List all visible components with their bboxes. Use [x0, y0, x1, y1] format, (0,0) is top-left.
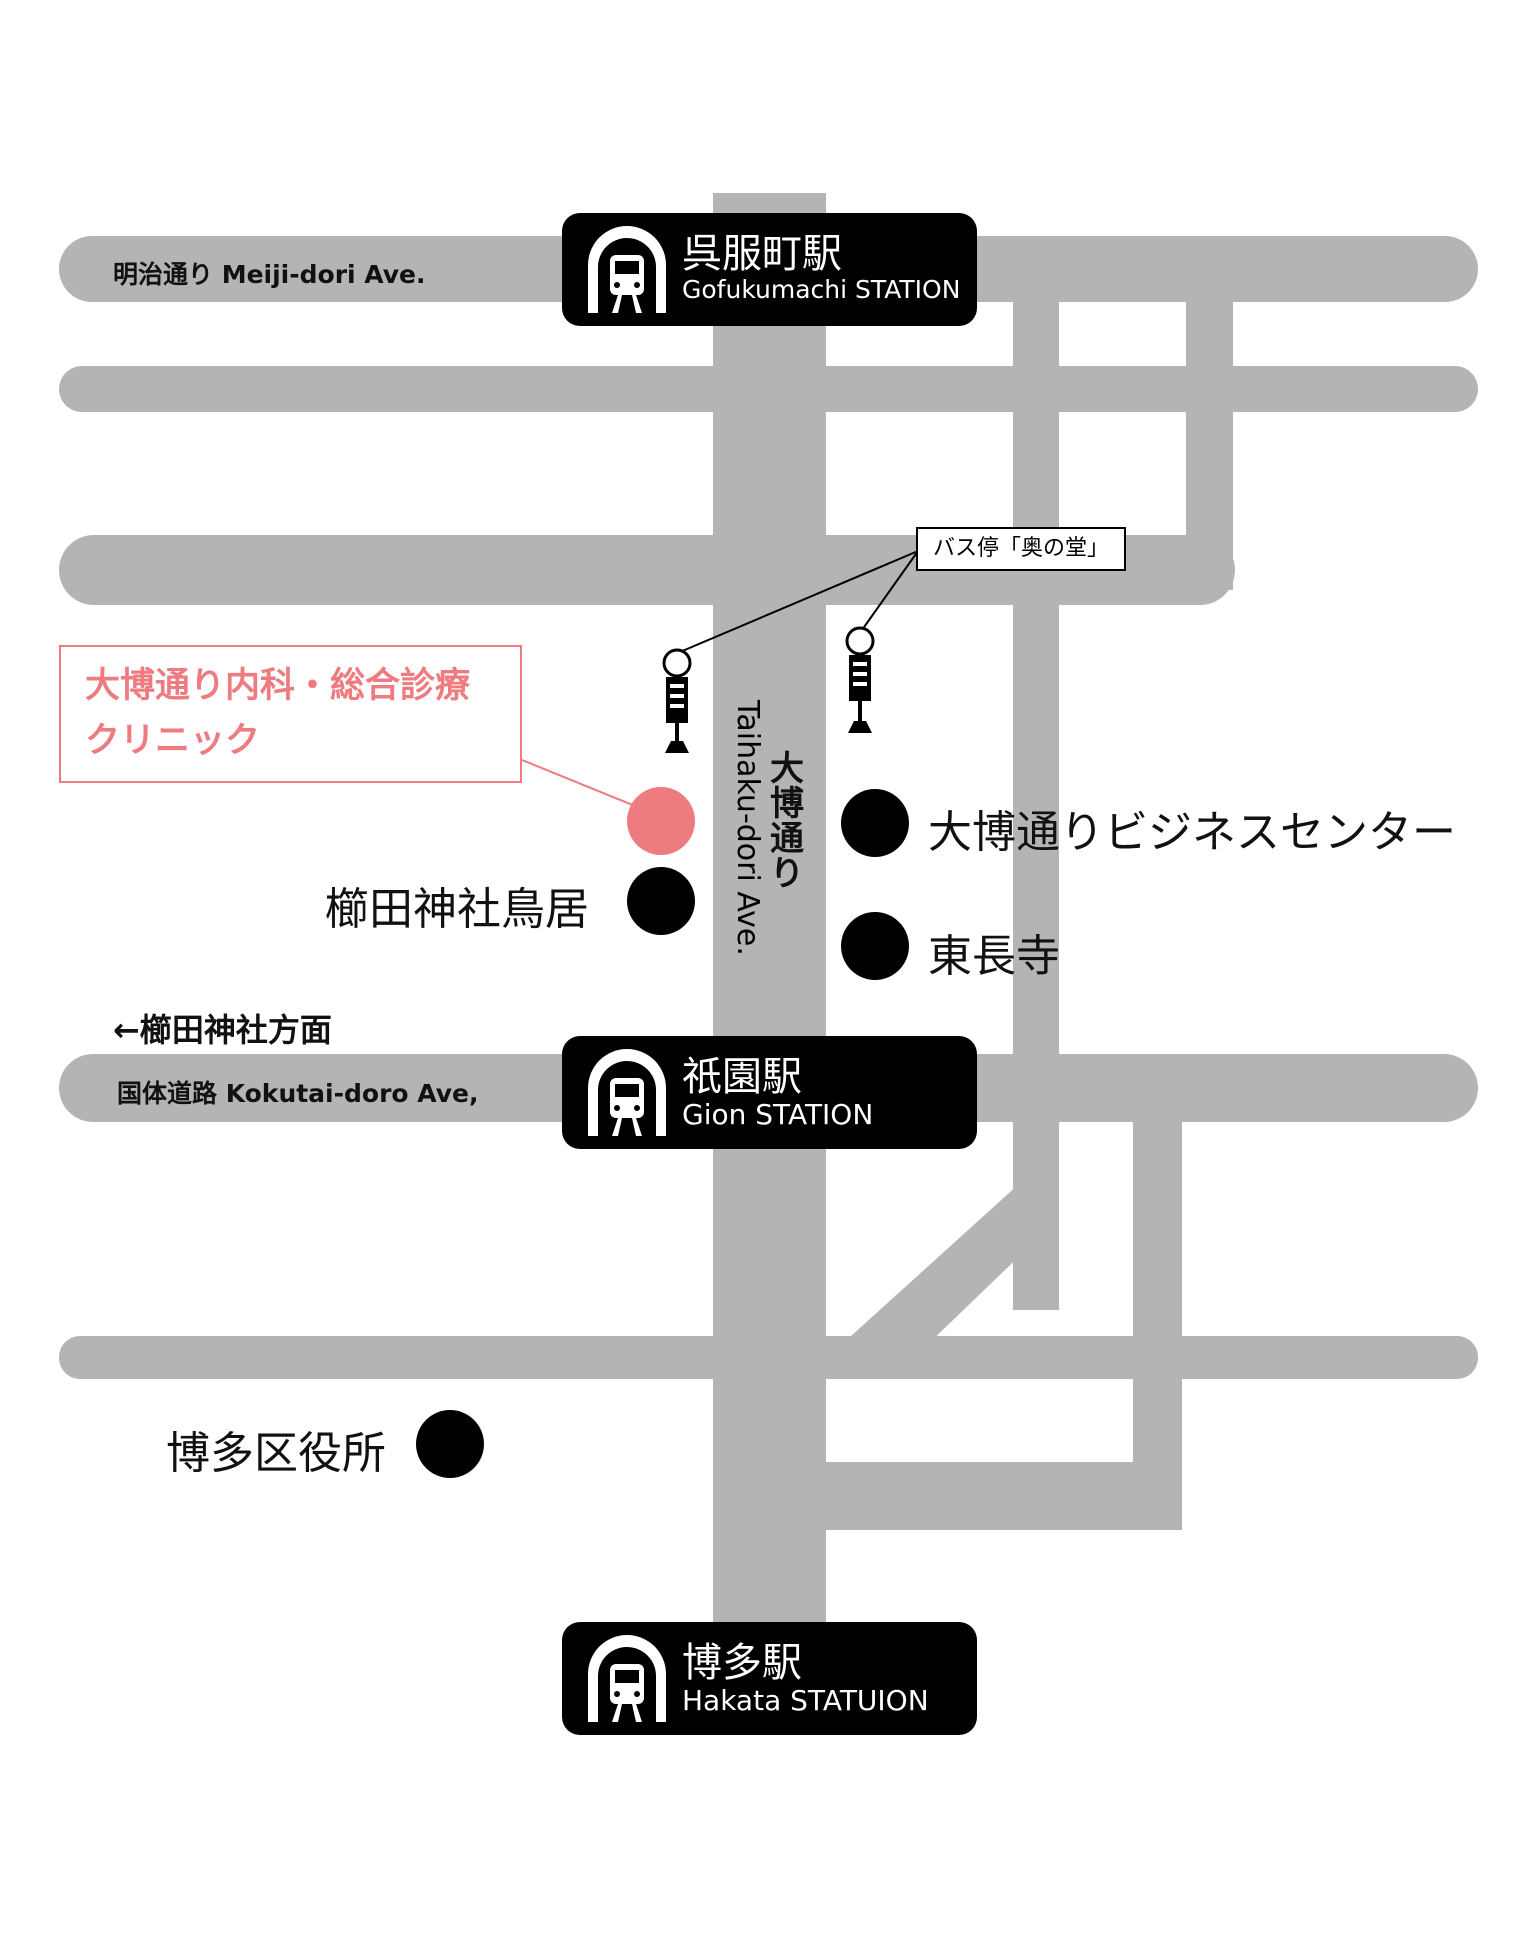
road-second: [59, 366, 1478, 412]
clinic-name-line2: クリニック: [85, 721, 261, 761]
station-name-en: Gofukumachi STATION: [682, 275, 961, 304]
road-lower: [59, 1336, 1478, 1379]
landmark-marker-kushida-torii: [627, 867, 695, 935]
bus-stop-pole-icon: [845, 626, 875, 733]
station-hakata[interactable]: 博多駅 Hakata STATUION: [562, 1622, 977, 1735]
bus-stop-label: バス停「奥の堂」: [916, 527, 1126, 571]
road-bottom-connector: [800, 1462, 1182, 1530]
road-right-vertical-3: [1133, 1110, 1182, 1530]
direction-kushida: ←櫛田神社方面: [113, 1011, 332, 1049]
road-right-vertical-2: [1186, 290, 1233, 590]
station-name-jp: 呉服町駅: [682, 231, 842, 277]
station-gofukumachi[interactable]: 呉服町駅 Gofukumachi STATION: [562, 213, 977, 326]
station-name-en: Hakata STATUION: [682, 1684, 929, 1717]
road-label-meiji: 明治通り Meiji-dori Ave.: [113, 260, 426, 289]
road-label-taihaku-en: Taihaku-dori Ave.: [730, 700, 765, 956]
subway-train-icon: [588, 1635, 666, 1722]
landmark-marker-ward-office: [416, 1410, 484, 1478]
clinic-name-line1: 大博通り内科・総合診療: [85, 666, 471, 706]
station-name-jp: 祇園駅: [682, 1054, 802, 1100]
road-taihaku: [713, 193, 826, 1633]
landmark-tochoji: 東長寺: [928, 931, 1060, 982]
landmark-marker-business-center: [841, 789, 909, 857]
clinic-label[interactable]: 大博通り内科・総合診療 クリニック: [59, 645, 522, 783]
station-gion[interactable]: 祇園駅 Gion STATION: [562, 1036, 977, 1149]
landmark-ward-office: 博多区役所: [166, 1428, 386, 1479]
road-label-kokutai: 国体道路 Kokutai-doro Ave,: [117, 1079, 479, 1108]
road-label-taihaku-jp: 大博通り: [770, 749, 804, 894]
road-right-vertical-1: [1013, 290, 1059, 1310]
clinic-pointer-line: [521, 759, 641, 809]
station-name-jp: 博多駅: [682, 1640, 802, 1686]
subway-train-icon: [588, 1049, 666, 1136]
subway-train-icon: [588, 226, 666, 313]
road-diagonal: [840, 1174, 1030, 1346]
bus-stop-pole-icon: [662, 648, 692, 753]
clinic-marker[interactable]: [627, 787, 695, 855]
station-name-en: Gion STATION: [682, 1098, 874, 1131]
landmark-kushida-torii: 櫛田神社鳥居: [325, 884, 589, 935]
bus-stop-lines: [679, 550, 919, 653]
landmark-business-center: 大博通りビジネスセンター: [928, 807, 1456, 858]
landmark-marker-tochoji: [841, 912, 909, 980]
